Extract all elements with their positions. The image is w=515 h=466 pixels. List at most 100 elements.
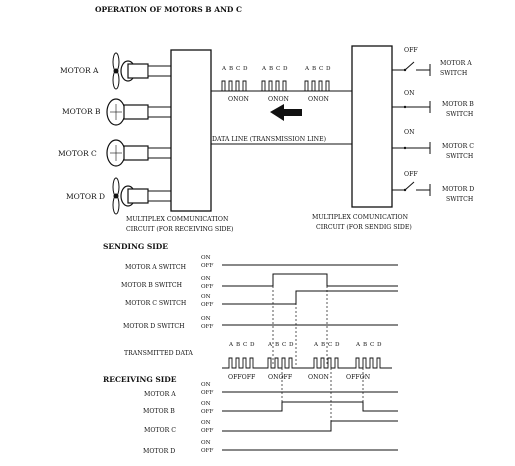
frame1-letter-b: B bbox=[229, 66, 233, 72]
timing-guides bbox=[272, 274, 364, 424]
tx-frame3-letter-b: B bbox=[321, 342, 325, 348]
tx-packet-4: OFFON bbox=[346, 374, 371, 381]
switch-a-state: OFF bbox=[404, 47, 418, 54]
frame3-letter-a: A bbox=[304, 66, 310, 72]
tx-frame2-letter-b: B bbox=[275, 342, 279, 348]
tx-frame3-letter-d: D bbox=[335, 342, 340, 348]
send-row-b-on: ON bbox=[201, 276, 211, 282]
tx-packet-1: OFFOFF bbox=[228, 374, 256, 381]
send-row-a-on: ON bbox=[201, 255, 211, 261]
frame1-letter-a: A bbox=[221, 66, 227, 72]
tx-frame3-letter-a: A bbox=[313, 342, 319, 348]
sender-caption-line-2: CIRCUIT (FOR SENDIG SIDE) bbox=[316, 224, 412, 231]
data-line-label: DATA LINE (TRANSMISSION LINE) bbox=[212, 136, 326, 143]
tx-frame1-letter-b: B bbox=[236, 342, 240, 348]
receiver-circuit-box bbox=[170, 49, 212, 212]
tx-frame2-letter-d: D bbox=[289, 342, 294, 348]
motor-b-label: MOTOR B bbox=[62, 107, 101, 116]
send-row-a-off: OFF bbox=[201, 263, 213, 269]
send-row-a-label: MOTOR A SWITCH bbox=[125, 264, 187, 271]
send-row-d-off: OFF bbox=[201, 324, 213, 330]
switch-a-label-2: SWITCH bbox=[440, 70, 468, 77]
diagram-title: OPERATION OF MOTORS B AND C bbox=[95, 5, 242, 14]
motor-c-label: MOTOR C bbox=[58, 149, 97, 158]
receiver-caption-line-1: MULTIPLEX COMMUNICATION bbox=[126, 216, 229, 223]
frame1-letter-c: C bbox=[236, 66, 240, 72]
motor-a-icon bbox=[112, 52, 172, 90]
tx-frame4-letter-a: A bbox=[355, 342, 361, 348]
send-row-c-off: OFF bbox=[201, 302, 213, 308]
line-packet-3: ONON bbox=[308, 96, 330, 103]
motor-c-icon bbox=[106, 139, 172, 167]
frame2-letter-b: B bbox=[269, 66, 273, 72]
motor-d-icon bbox=[112, 177, 172, 215]
send-row-c-label: MOTOR C SWITCH bbox=[125, 300, 187, 307]
line-packet-1: ONON bbox=[228, 96, 250, 103]
sender-circuit-box bbox=[351, 45, 393, 208]
tx-frame2-letter-a: A bbox=[267, 342, 273, 348]
switch-d-label-2: SWITCH bbox=[446, 196, 474, 203]
transmitted-pulse-train: A B C D A B C D A B C D A B C D bbox=[222, 342, 392, 369]
recv-row-a-on: ON bbox=[201, 382, 211, 388]
receiving-side-heading: RECEIVING SIDE bbox=[103, 375, 177, 384]
frame2-letter-a: A bbox=[261, 66, 267, 72]
recv-row-c-label: MOTOR C bbox=[144, 427, 176, 434]
recv-row-d-label: MOTOR D bbox=[143, 448, 175, 455]
recv-row-b-off: OFF bbox=[201, 409, 213, 415]
recv-row-b-label: MOTOR B bbox=[143, 408, 175, 415]
recv-row-a-label: MOTOR A bbox=[144, 391, 176, 398]
receiver-caption-line-2: CIRCUIT (FOR RECEIVING SIDE) bbox=[126, 226, 233, 233]
recv-row-c-off: OFF bbox=[201, 428, 213, 434]
motor-a-label: MOTOR A bbox=[60, 66, 99, 75]
switch-c-label-2: SWITCH bbox=[446, 153, 474, 160]
recv-row-d-off: OFF bbox=[201, 448, 213, 454]
recv-row-c-on: ON bbox=[201, 420, 211, 426]
switch-a-label-1: MOTOR A bbox=[440, 60, 472, 67]
switch-d-state: OFF bbox=[404, 171, 418, 178]
tx-frame1-letter-c: C bbox=[243, 342, 247, 348]
recv-row-a-off: OFF bbox=[201, 390, 213, 396]
tx-frame4-letter-d: D bbox=[377, 342, 382, 348]
switch-c: ON MOTOR C SWITCH bbox=[392, 129, 474, 160]
line-packet-2: ONON bbox=[268, 96, 290, 103]
send-row-b-off: OFF bbox=[201, 284, 213, 290]
frame2-letter-d: D bbox=[283, 66, 288, 72]
motor-d-label: MOTOR D bbox=[66, 192, 105, 201]
send-row-d-label: MOTOR D SWITCH bbox=[123, 323, 185, 330]
frame3-letter-c: C bbox=[319, 66, 323, 72]
tx-frame1-letter-a: A bbox=[228, 342, 234, 348]
switch-a: OFF MOTOR A SWITCH bbox=[392, 47, 472, 77]
sending-side-heading: SENDING SIDE bbox=[103, 242, 168, 251]
recv-row-c-trace bbox=[222, 420, 398, 432]
switch-b-label-2: SWITCH bbox=[446, 111, 474, 118]
transmitted-data-label: TRANSMITTED DATA bbox=[124, 350, 193, 357]
send-row-c-trace bbox=[222, 290, 398, 305]
tx-packet-2: ONOFF bbox=[268, 374, 293, 381]
send-row-b-label: MOTOR B SWITCH bbox=[121, 282, 183, 289]
recv-row-b-on: ON bbox=[201, 401, 211, 407]
frame3-letter-b: B bbox=[312, 66, 316, 72]
send-row-c-on: ON bbox=[201, 294, 211, 300]
send-row-d-on: ON bbox=[201, 316, 211, 322]
line-pulse-train: A B C D A B C D A B C D bbox=[221, 66, 333, 92]
frame2-letter-c: C bbox=[276, 66, 280, 72]
switch-b-state: ON bbox=[404, 90, 415, 97]
switch-c-state: ON bbox=[404, 129, 415, 136]
tx-frame2-letter-c: C bbox=[282, 342, 286, 348]
recv-row-b-trace bbox=[222, 401, 398, 412]
switch-c-label-1: MOTOR C bbox=[442, 143, 474, 150]
tx-frame1-letter-d: D bbox=[250, 342, 255, 348]
motor-b-icon bbox=[106, 98, 172, 126]
sender-caption-line-1: MULTIPLEX COMUNICATION bbox=[312, 214, 409, 221]
switch-b: ON MOTOR B SWITCH bbox=[392, 90, 474, 118]
switch-b-label-1: MOTOR B bbox=[442, 101, 474, 108]
frame3-letter-d: D bbox=[326, 66, 331, 72]
switch-d: OFF MOTOR D SWITCH bbox=[392, 171, 474, 203]
frame1-letter-d: D bbox=[243, 66, 248, 72]
direction-arrow-icon bbox=[270, 104, 302, 121]
tx-frame4-letter-c: C bbox=[370, 342, 374, 348]
send-row-b-trace bbox=[222, 273, 398, 287]
tx-frame4-letter-b: B bbox=[363, 342, 367, 348]
